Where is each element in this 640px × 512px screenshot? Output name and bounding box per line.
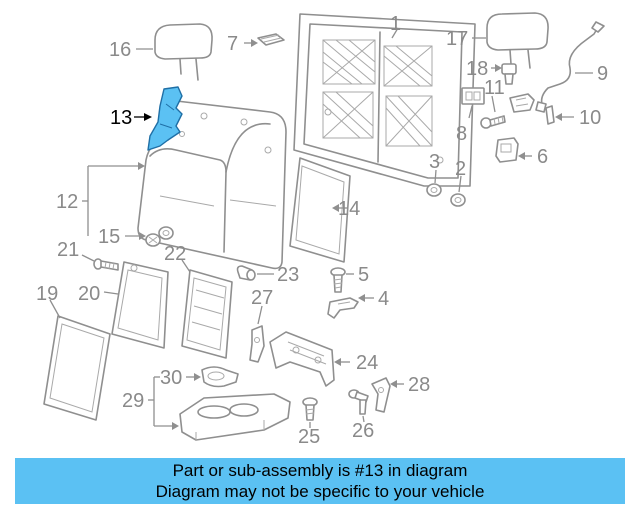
callout-30[interactable]: 30 — [160, 367, 182, 389]
callout-2[interactable]: 2 — [455, 158, 466, 180]
caption-line-1: Part or sub-assembly is #13 in diagram — [172, 461, 468, 480]
part-4-hook — [327, 297, 359, 319]
callout-24[interactable]: 24 — [356, 352, 378, 374]
part-3-bushing — [426, 183, 442, 197]
callout-29[interactable]: 29 — [122, 390, 144, 412]
callout-27[interactable]: 27 — [251, 287, 273, 309]
callout-19[interactable]: 19 — [36, 283, 58, 305]
part-25-bolt — [302, 397, 318, 421]
callout-25[interactable]: 25 — [298, 426, 320, 448]
callout-1[interactable]: 1 — [390, 13, 401, 35]
part-5-screw — [330, 267, 346, 293]
callout-28[interactable]: 28 — [408, 374, 430, 396]
callout-6[interactable]: 6 — [537, 146, 548, 168]
part-29-armrest — [179, 393, 291, 441]
callout-16[interactable]: 16 — [109, 39, 131, 61]
callout-17[interactable]: 17 — [446, 28, 468, 50]
callout-4[interactable]: 4 — [378, 288, 389, 310]
part-7-clip — [257, 33, 285, 46]
part-9-cable — [535, 21, 605, 113]
part-16-headrest-left — [154, 23, 213, 81]
parts-diagram: 16 7 1 17 18 — [36, 12, 608, 448]
callout-8[interactable]: 8 — [456, 123, 467, 145]
part-14-back-board — [289, 157, 351, 263]
callout-23[interactable]: 23 — [277, 264, 299, 286]
callout-12[interactable]: 12 — [56, 191, 78, 213]
part-6-buckle — [495, 137, 519, 163]
part-23-plug — [236, 265, 256, 281]
part-28-bracket — [371, 377, 391, 413]
callout-20[interactable]: 20 — [78, 283, 100, 305]
callout-26[interactable]: 26 — [352, 420, 374, 442]
callout-15[interactable]: 15 — [98, 226, 120, 248]
caption-line-2: Diagram may not be specific to your vehi… — [155, 482, 485, 501]
part-22-cover — [181, 269, 233, 359]
callout-5[interactable]: 5 — [358, 264, 369, 286]
part-30-cupholder-bracket — [201, 366, 239, 388]
part-20-trim-panel — [111, 261, 169, 349]
callout-11[interactable]: 11 — [484, 77, 505, 99]
part-8-latch — [461, 87, 485, 105]
callout-14[interactable]: 14 — [338, 198, 360, 220]
part-13-side-bolster — [147, 86, 183, 151]
part-2-bushing — [450, 193, 466, 207]
callout-10[interactable]: 10 — [579, 107, 601, 129]
callout-13[interactable]: 13 — [110, 107, 132, 129]
part-26-bolt — [348, 389, 369, 415]
callout-21[interactable]: 21 — [57, 239, 79, 261]
part-21-screw — [93, 258, 119, 271]
callout-7[interactable]: 7 — [227, 33, 238, 55]
part-18-guide — [501, 63, 517, 85]
part-11-bolt — [480, 115, 506, 129]
caption-banner: Part or sub-assembly is #13 in diagram D… — [15, 458, 625, 504]
callout-9[interactable]: 9 — [597, 63, 608, 85]
part-10-bracket — [509, 93, 555, 125]
part-19-back-panel — [43, 315, 111, 421]
part-17-headrest-right — [486, 12, 549, 69]
part-1-seatback-frame — [293, 13, 476, 187]
part-15-button — [145, 226, 174, 247]
part-24-hinge-bracket — [269, 331, 335, 387]
callout-18[interactable]: 18 — [466, 58, 488, 80]
part-27-bracket — [249, 325, 265, 363]
callout-22[interactable]: 22 — [164, 243, 186, 265]
callout-3[interactable]: 3 — [429, 151, 440, 173]
